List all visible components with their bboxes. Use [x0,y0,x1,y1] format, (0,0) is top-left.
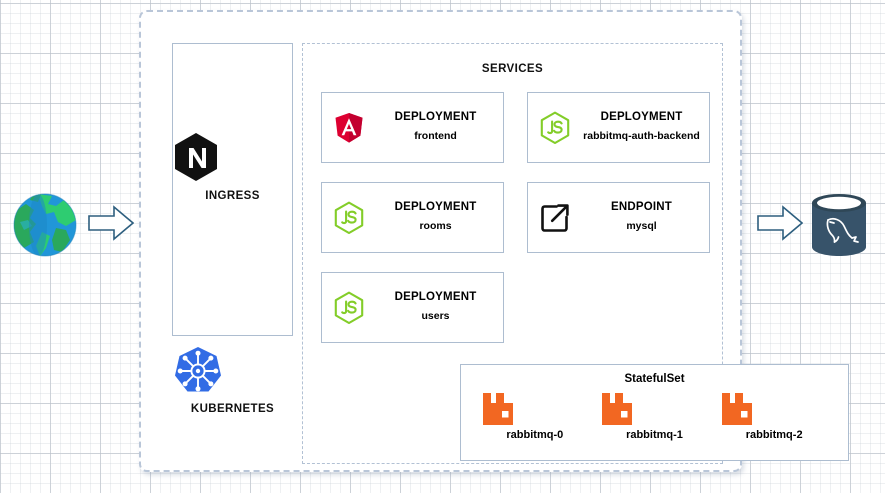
statefulset-pod[interactable]: rabbitmq-2 [719,392,829,441]
service-name: rooms [419,219,452,232]
external-link-icon [528,203,582,233]
mysql-database-icon [808,192,870,258]
arrow-right-icon-inbound [88,203,134,243]
rabbitmq-icon [719,392,829,426]
service-kind: DEPLOYMENT [394,201,477,214]
arrow-right-icon-outbound [757,203,803,243]
ingress-caption: INGRESS [205,190,260,202]
service-card-mysql-endpoint[interactable]: ENDPOINT mysql [527,182,710,253]
pod-label: rabbitmq-1 [626,429,683,441]
statefulset-pod[interactable]: rabbitmq-0 [480,392,590,441]
statefulset-title: StatefulSet [624,373,685,385]
service-kind: DEPLOYMENT [600,111,683,124]
nodejs-icon [528,111,582,145]
globe-icon [12,192,78,258]
statefulset-pod[interactable]: rabbitmq-1 [599,392,709,441]
rabbitmq-icon [599,392,709,426]
kubernetes-icon [172,345,293,397]
statefulset-container: StatefulSet rabbitmq-0 [460,364,849,461]
angular-icon [322,112,376,144]
service-card-rooms[interactable]: DEPLOYMENT rooms [321,182,504,253]
kubernetes-brand: KUBERNETES [172,345,293,415]
ingress-panel[interactable]: INGRESS [172,43,293,336]
nodejs-icon [322,201,376,235]
pod-label: rabbitmq-0 [506,429,564,441]
service-name: users [421,309,450,322]
services-container: SERVICES DEPLOYMENT frontend [302,43,849,464]
service-name: frontend [414,129,457,142]
services-title: SERVICES [481,63,544,75]
nginx-icon [173,132,292,182]
service-card-rabbitmq-auth-backend[interactable]: DEPLOYMENT rabbitmq-auth-backend [527,92,710,163]
service-card-users[interactable]: DEPLOYMENT users [321,272,504,343]
service-kind: ENDPOINT [610,201,673,214]
service-kind: DEPLOYMENT [394,111,477,124]
pod-label: rabbitmq-2 [745,429,803,441]
rabbitmq-icon [480,392,590,426]
kubernetes-caption: KUBERNETES [190,403,275,415]
nodejs-icon [322,291,376,325]
service-kind: DEPLOYMENT [394,291,477,304]
kubernetes-cluster-container: INGRESS [139,10,849,472]
service-card-frontend[interactable]: DEPLOYMENT frontend [321,92,504,163]
service-name: mysql [626,219,657,232]
service-name: rabbitmq-auth-backend [583,129,700,142]
